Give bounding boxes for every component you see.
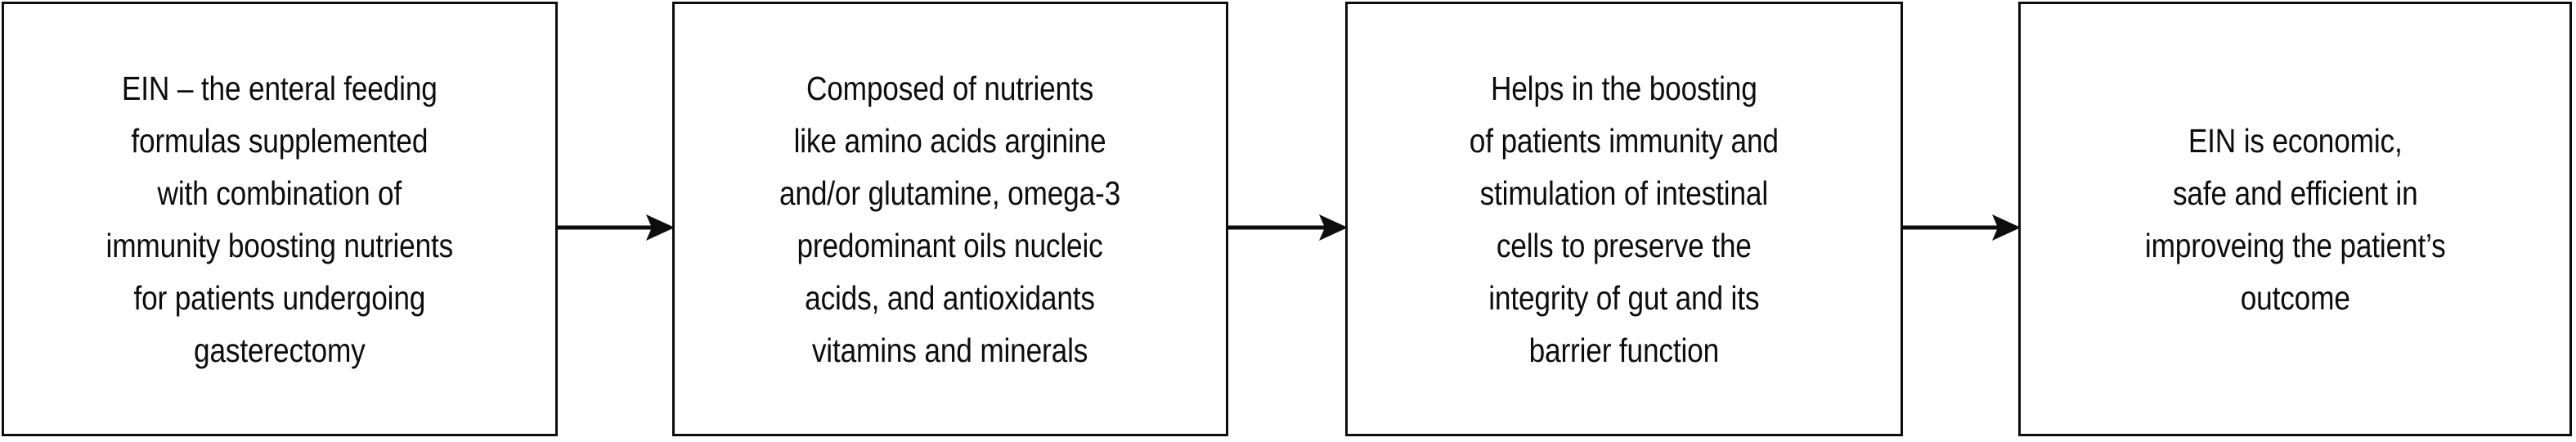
- arrow-right-icon-1: [558, 214, 675, 241]
- arrow-right-icon-3: [1903, 214, 2021, 241]
- flowchart-node-3[interactable]: Helps in the boosting of patients immuni…: [1345, 2, 1903, 436]
- flowchart-node-1[interactable]: EIN – the enteral feeding formulas suppl…: [2, 2, 558, 436]
- flowchart-node-1-label: EIN – the enteral feeding formulas suppl…: [105, 69, 454, 369]
- flowchart-node-4[interactable]: EIN is economic, safe and efficient in i…: [2018, 2, 2572, 436]
- flowchart-node-2-label: Composed of nutrients like amino acids a…: [779, 69, 1121, 369]
- arrow-right-icon-2: [1228, 214, 1348, 241]
- flowchart-node-4-label: EIN is economic, safe and efficient in i…: [2144, 121, 2446, 317]
- flowchart-node-2[interactable]: Composed of nutrients like amino acids a…: [672, 2, 1228, 436]
- flowchart-node-3-label: Helps in the boosting of patients immuni…: [1469, 69, 1779, 369]
